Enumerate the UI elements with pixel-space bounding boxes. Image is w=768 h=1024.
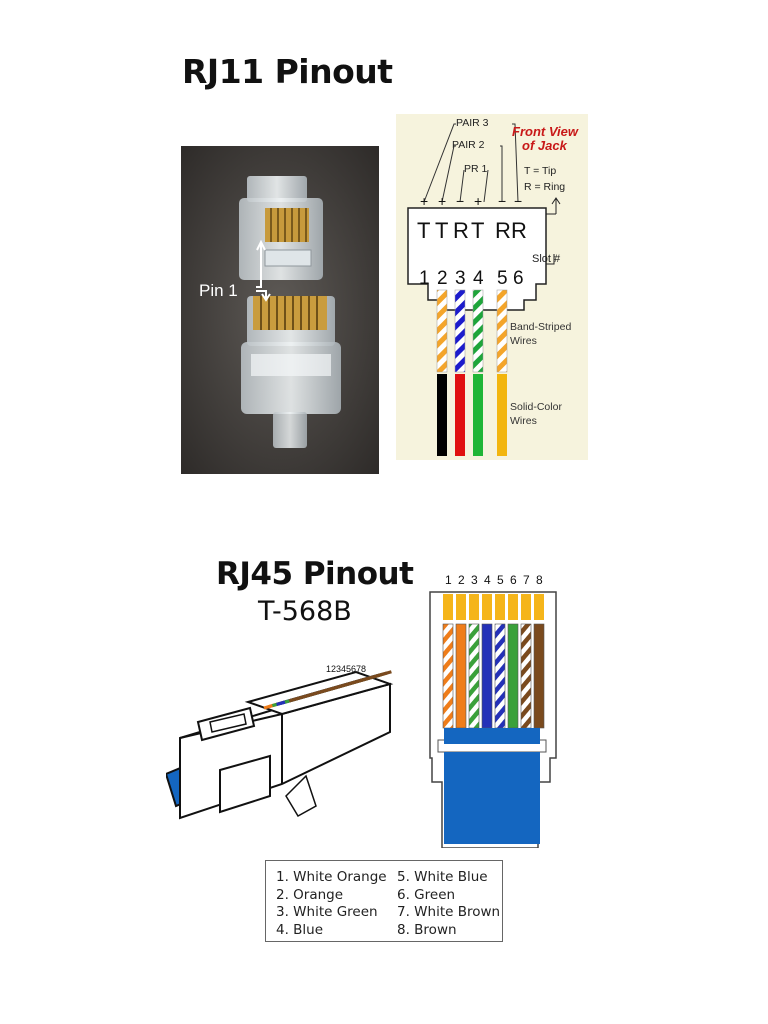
slot-number: 2 [437,268,448,289]
legend-item: 5. White Blue [397,869,488,885]
polarity-mark: − [498,193,506,209]
rj45-pin-number: 7 [523,573,530,587]
plug-pin-numbers: 12345678 [326,664,366,674]
slot-arrow-icon [546,254,555,265]
slot-letter: R [495,218,511,243]
rj45-pin-number: 2 [458,573,465,587]
slot-label: Slot # [532,253,561,265]
band-striped-label-2: Wires [510,335,537,347]
legend-item: 3. White Green [276,904,378,920]
slot-letter: T [435,218,448,243]
pair2-label: PAIR 2 [452,139,485,151]
rj45-wire [507,623,519,729]
rj45-contact [495,594,505,620]
pair1-label: PR 1 [464,163,488,175]
slot-letter: R [453,218,469,243]
slot-letter: R [511,218,527,243]
rj45-wire [468,623,480,729]
of-jack-label: of Jack [522,138,568,153]
rj45-wire [494,623,506,729]
rj45-contact [534,594,544,620]
rj45-pin-number: 3 [471,573,478,587]
polarity-mark: − [456,193,464,209]
slot-letter: T [417,218,430,243]
rj11-plug-photo: Pin 1 [181,146,379,474]
rj45-wire [455,623,467,729]
legend-item: 7. White Brown [397,904,501,920]
legend-item: 8. Brown [397,921,457,938]
rj11-lower-plug [241,296,341,448]
slot-number: 3 [455,268,466,289]
slot-number: 1 [419,268,430,289]
striped-wire [454,289,466,373]
rj45-contact [508,594,518,620]
rj45-contact [469,594,479,620]
solid-color-label: Solid-Color [510,401,562,413]
slot-number: 4 [473,268,484,289]
slot-number: 5 [497,268,508,289]
pin1-arrow-icon [256,239,271,302]
rj11-pin1-label: Pin 1 [199,281,238,300]
rj45-wire [442,623,454,729]
rj45-pin-number: 6 [510,573,517,587]
legend-item: 4. Blue [276,921,324,938]
rj45-standard: T-568B [258,596,352,627]
rj45-wire [520,623,532,729]
striped-wire [472,289,484,373]
rj45-pin-number: 1 [445,573,452,587]
rj45-pin-number: 5 [497,573,504,587]
rj45-plug-illustration: 12345678 [166,664,394,820]
rj45-wire [481,623,493,729]
slot-letter: T [471,218,484,243]
band-striped-label: Band-Striped [510,321,571,333]
polarity-mark: + [420,193,428,209]
front-view-label: Front View [512,124,579,139]
striped-wire [436,289,448,373]
ring-note: R = Ring [524,181,565,193]
legend-item: 1. White Orange [276,869,387,885]
rj45-cable-jacket [444,752,540,844]
rj45-title: RJ45 Pinout [216,556,414,592]
solid-color-label-2: Wires [510,415,537,427]
solid-wire [437,374,447,456]
rj45-color-legend: 1. White Orange 2. Orange 3. White Green… [265,860,503,942]
solid-wire [455,374,465,456]
polarity-mark: + [474,193,482,209]
legend-item: 2. Orange [276,886,344,903]
pair3-label: PAIR 3 [456,117,489,129]
polarity-mark: − [514,193,522,209]
solid-wire [497,374,507,456]
plug-wire [292,670,392,702]
jack-body [407,207,547,311]
rj45-contact [521,594,531,620]
slot-number: 6 [513,268,524,289]
rj45-wire [533,623,545,729]
rj45-contact [443,594,453,620]
solid-wire [473,374,483,456]
polarity-mark: + [438,193,446,209]
rj45-contact [456,594,466,620]
rj11-front-view-diagram: PAIR 3 PAIR 2 PR 1 Front View of Jack T … [396,114,588,460]
rj11-title: RJ11 Pinout [182,52,393,91]
rj45-pin-number: 8 [536,573,543,587]
tip-note: T = Tip [524,165,556,177]
striped-wire [496,289,508,373]
rj45-pin-number: 4 [484,573,491,587]
legend-item: 6. Green [397,886,456,903]
rj45-contact [482,594,492,620]
pair-brackets [423,123,519,203]
